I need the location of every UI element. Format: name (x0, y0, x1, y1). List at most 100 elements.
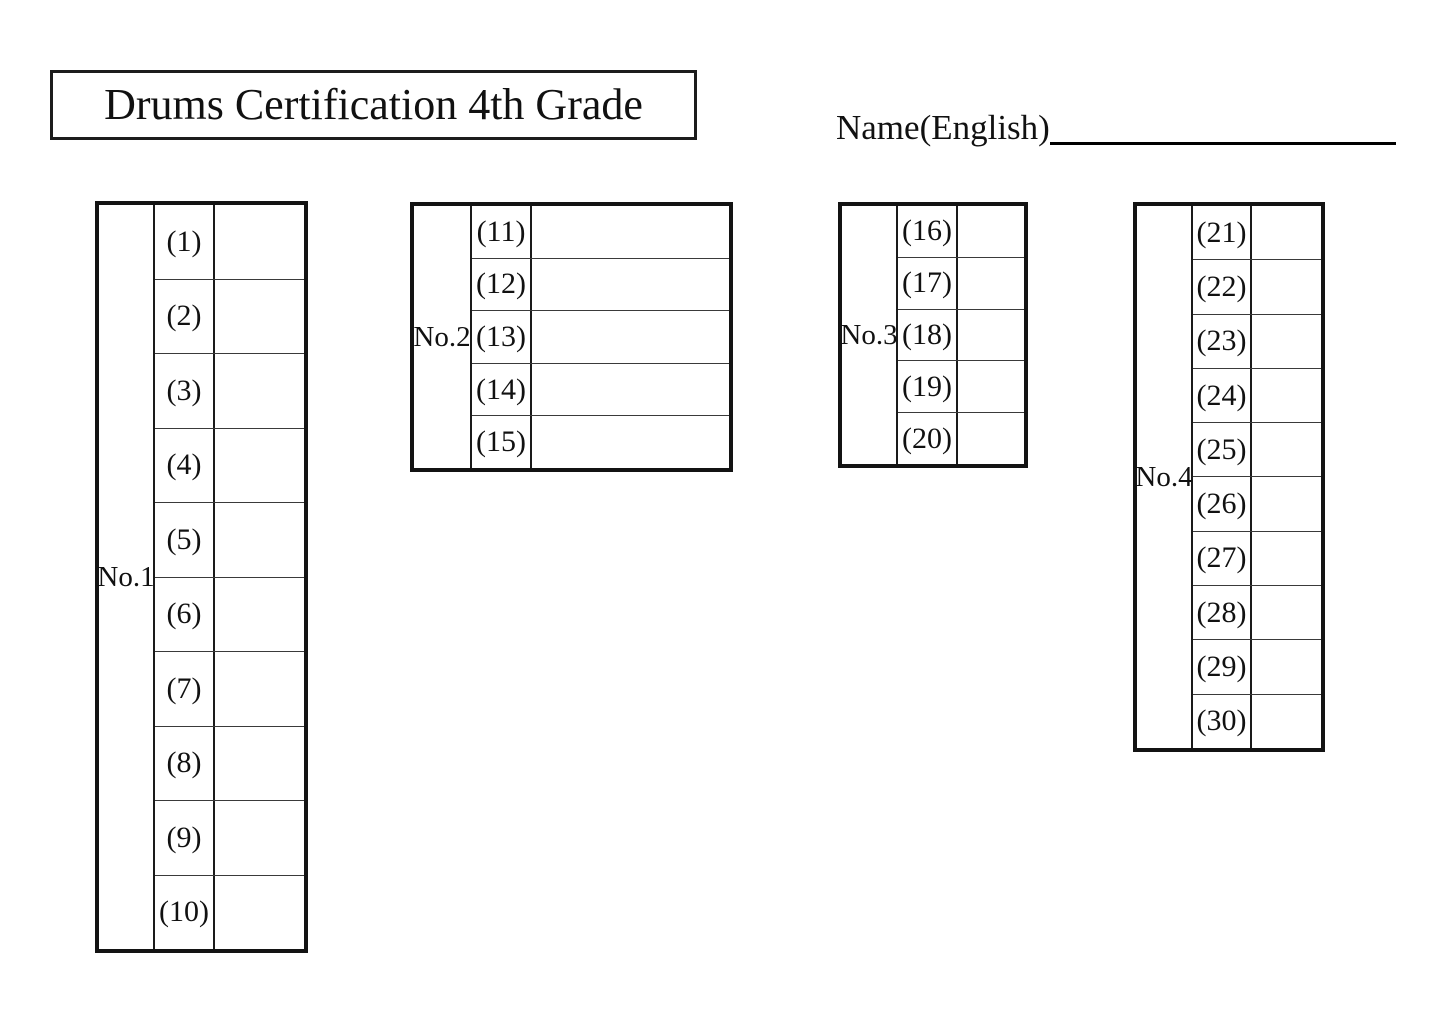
question-number: (2) (155, 279, 215, 353)
table-row: (23) (1193, 314, 1321, 369)
table-no3-label: No.3 (840, 206, 898, 464)
table-row: (15) (472, 416, 729, 468)
table-row: (19) (898, 361, 1024, 414)
table-row: (5) (155, 503, 304, 578)
question-number: (15) (472, 416, 532, 468)
table-no4-label: No.4 (1135, 206, 1193, 748)
table-row: (7) (155, 652, 304, 727)
answer-cell-10[interactable] (215, 876, 304, 950)
question-number: (9) (155, 801, 215, 875)
question-number: (12) (472, 258, 532, 311)
answer-cell-20[interactable] (958, 413, 1024, 464)
answer-cell-3[interactable] (215, 354, 304, 428)
answer-cell-21[interactable] (1252, 206, 1321, 259)
question-number: (3) (155, 354, 215, 428)
table-no2-rows: (11) (12) (13) (14) (15) (472, 206, 729, 468)
answer-cell-15[interactable] (532, 416, 729, 468)
answer-cell-4[interactable] (215, 429, 304, 503)
question-number: (20) (898, 413, 958, 464)
answer-cell-2[interactable] (215, 280, 304, 354)
answer-cell-17[interactable] (958, 258, 1024, 309)
name-label: Name(English) (836, 108, 1050, 147)
answer-cell-25[interactable] (1252, 423, 1321, 476)
name-line: Name(English) (836, 106, 1396, 145)
table-row: (13) (472, 311, 729, 364)
question-number: (25) (1193, 423, 1252, 477)
question-number: (27) (1193, 531, 1252, 586)
answer-cell-5[interactable] (215, 503, 304, 577)
page-title: Drums Certification 4th Grade (104, 80, 643, 129)
question-number: (29) (1193, 640, 1252, 694)
table-row: (16) (898, 206, 1024, 258)
answer-cell-24[interactable] (1252, 369, 1321, 422)
table-no2-label: No.2 (413, 206, 472, 468)
question-number: (10) (155, 875, 215, 949)
table-row: (29) (1193, 640, 1321, 695)
table-no1-label: No.1 (97, 205, 155, 949)
answer-cell-13[interactable] (532, 311, 729, 363)
answer-cell-18[interactable] (958, 310, 1024, 361)
answer-cell-6[interactable] (215, 578, 304, 652)
answer-cell-30[interactable] (1252, 695, 1321, 748)
table-row: (11) (472, 206, 729, 259)
answer-cell-27[interactable] (1252, 532, 1321, 585)
table-row: (26) (1193, 477, 1321, 532)
answer-table-no2: No.2 (11) (12) (13) (14) (15) (410, 202, 733, 472)
table-row: (4) (155, 428, 304, 503)
answer-cell-8[interactable] (215, 727, 304, 801)
answer-cell-19[interactable] (958, 361, 1024, 412)
table-row: (8) (155, 726, 304, 801)
answer-cell-12[interactable] (532, 259, 729, 311)
answer-cell-1[interactable] (215, 205, 304, 279)
question-number: (21) (1193, 206, 1252, 260)
table-row: (20) (898, 413, 1024, 464)
question-number: (19) (898, 361, 958, 413)
question-number: (6) (155, 577, 215, 651)
table-no4-rows: (21) (22) (23) (24) (25) (26) (27) (28) … (1193, 206, 1321, 748)
answer-cell-14[interactable] (532, 364, 729, 416)
answer-cell-11[interactable] (532, 206, 729, 258)
answer-table-no3: No.3 (16) (17) (18) (19) (20) (838, 202, 1028, 468)
question-number: (18) (898, 309, 958, 361)
table-row: (14) (472, 363, 729, 417)
answer-cell-16[interactable] (958, 206, 1024, 257)
question-number: (7) (155, 652, 215, 726)
answer-table-no4: No.4 (21) (22) (23) (24) (25) (26) (27) … (1133, 202, 1325, 752)
question-number: (14) (472, 363, 532, 416)
question-number: (28) (1193, 586, 1252, 640)
answer-cell-9[interactable] (215, 801, 304, 875)
question-number: (30) (1193, 694, 1252, 748)
table-row: (24) (1193, 368, 1321, 424)
name-input-blank[interactable] (1049, 106, 1396, 145)
answer-cell-26[interactable] (1252, 477, 1321, 530)
question-number: (8) (155, 726, 215, 800)
question-number: (5) (155, 503, 215, 577)
table-row: (28) (1193, 586, 1321, 641)
table-row: (3) (155, 354, 304, 429)
answer-cell-29[interactable] (1252, 640, 1321, 693)
answer-cell-28[interactable] (1252, 586, 1321, 639)
table-no3-rows: (16) (17) (18) (19) (20) (898, 206, 1024, 464)
answer-cell-7[interactable] (215, 652, 304, 726)
answer-cell-22[interactable] (1252, 260, 1321, 313)
table-row: (30) (1193, 694, 1321, 748)
table-row: (17) (898, 257, 1024, 310)
table-row: (10) (155, 875, 304, 950)
question-number: (17) (898, 257, 958, 309)
table-row: (27) (1193, 531, 1321, 587)
question-number: (16) (898, 206, 958, 257)
question-number: (22) (1193, 260, 1252, 314)
question-number: (4) (155, 428, 215, 502)
table-row: (6) (155, 577, 304, 652)
question-number: (23) (1193, 314, 1252, 368)
table-row: (2) (155, 279, 304, 354)
question-number: (24) (1193, 368, 1252, 423)
question-number: (13) (472, 311, 532, 363)
answer-table-no1: No.1 (1) (2) (3) (4) (5) (6) (7) (8) (9)… (95, 201, 308, 953)
title-box: Drums Certification 4th Grade (50, 70, 697, 140)
answer-cell-23[interactable] (1252, 315, 1321, 368)
table-row: (12) (472, 258, 729, 312)
table-no1-rows: (1) (2) (3) (4) (5) (6) (7) (8) (9) (10) (155, 205, 304, 949)
table-row: (25) (1193, 423, 1321, 478)
